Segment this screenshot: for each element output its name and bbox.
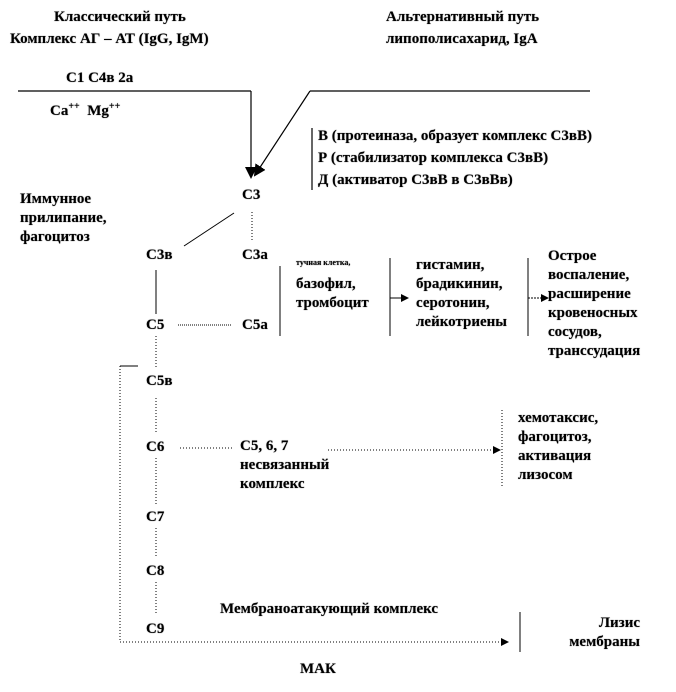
chemotaxis-label: хемотаксис, фагоцитоз, активация лизосом [518, 410, 599, 483]
alternative-pathway-title: Альтернативный путь [386, 9, 540, 25]
node-c3b: С3в [146, 247, 173, 263]
alternative-pathway-subtitle: липополисахарид, IgA [386, 31, 538, 47]
ions: Са++ Mg++ [50, 102, 120, 121]
cells-label: базофил, тромбоцит [296, 276, 369, 311]
factor-d: Д (активатор С3вВ в С3вВв) [318, 172, 513, 188]
calcium-charge: ++ [68, 101, 80, 112]
mac-label: МАК [300, 661, 336, 677]
classic-pathway-title: Классический путь [54, 9, 186, 25]
inflammation-label: Острое воспаление, расширение кровеносны… [548, 248, 641, 359]
node-c9: С9 [146, 621, 165, 637]
node-c5b: С5в [146, 373, 173, 389]
factor-b: В (протеиназа, образует комплекс С3вВ) [318, 128, 592, 144]
classic-pathway-subtitle: Комплекс АГ – АТ (IgG, IgM) [10, 31, 209, 47]
node-c6: С6 [146, 439, 165, 455]
alt-diagonal-arrow [253, 90, 311, 177]
magnesium-charge: ++ [108, 101, 121, 112]
lysis-label: Лизис мембраны [569, 615, 640, 650]
calcium: Са [50, 103, 69, 119]
c3-to-c3b [183, 212, 235, 247]
node-c7: С7 [146, 509, 165, 525]
c567-complex-label: С5, 6, 7 несвязанный комплекс [240, 438, 330, 492]
c1-c4b-2a: С1 С4в 2а [66, 70, 134, 86]
node-c5a: С5а [242, 317, 268, 333]
mast-cell-label: тучная клетка, [296, 258, 351, 267]
mac-full-label: Мембраноатакующий комплекс [220, 601, 439, 617]
node-c8: С8 [146, 563, 165, 579]
factor-p: Р (стабилизатор комплекса С3вВ) [318, 150, 549, 166]
node-c3a: С3а [242, 247, 268, 263]
immune-adherence: Иммунное прилипание, фагоцитоз [20, 191, 107, 245]
magnesium: Mg [87, 103, 109, 119]
node-c5: С5 [146, 317, 165, 333]
mediators-label: гистамин, брадикинин, серотонин, лейкотр… [416, 257, 508, 330]
node-c3: С3 [242, 187, 261, 203]
